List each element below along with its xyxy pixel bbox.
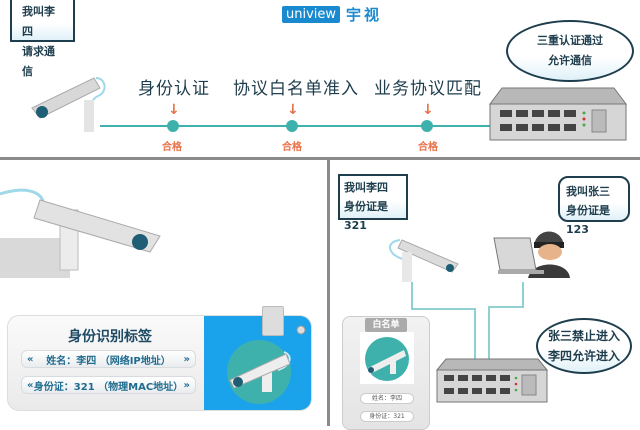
step-label-whitelist: 协议白名单准入 bbox=[233, 79, 359, 99]
step-node bbox=[167, 120, 179, 132]
bubble-line: 允许通信 bbox=[548, 54, 592, 67]
bubble-line: 三重认证通过 bbox=[537, 34, 603, 47]
whitelist-name: 姓名：李四 bbox=[360, 393, 414, 404]
down-arrow-icon: ↓ bbox=[168, 102, 180, 118]
camera-icon bbox=[365, 337, 409, 381]
whitelist-image bbox=[360, 332, 414, 384]
camera-icon bbox=[389, 239, 459, 282]
camera-icon bbox=[0, 188, 161, 278]
down-arrow-icon: ↓ bbox=[287, 102, 299, 118]
network-cable bbox=[488, 306, 524, 308]
bubble-line: 李四允许进入 bbox=[548, 349, 621, 363]
chevron-right-icon: » bbox=[183, 353, 190, 365]
whitelist-title: 白名单 bbox=[365, 318, 407, 332]
step-node bbox=[421, 120, 433, 132]
network-cable bbox=[411, 282, 413, 310]
step-label-identity: 身份认证 bbox=[138, 79, 210, 99]
status-pass: 合格 bbox=[418, 142, 438, 153]
network-switch-icon bbox=[436, 358, 548, 403]
tag-clip bbox=[262, 306, 284, 336]
id-row-name: « 姓名：李四 （网络IP地址） » bbox=[21, 350, 196, 368]
whitelist-id: 身份证：321 bbox=[360, 411, 414, 422]
switch-speech-bubble: 三重认证通过 允许通信 bbox=[506, 20, 634, 82]
id-tag-title: 身份识别标签 bbox=[68, 329, 152, 345]
chevron-right-icon: » bbox=[183, 379, 190, 391]
network-cable bbox=[411, 308, 475, 310]
camera-speech-bubble: 我叫李四 请求通信 bbox=[10, 0, 75, 78]
id-tag-card: 身份识别标签 «姓名：李四 （网络IP地址）» «身份证：321 （物理MAC地… bbox=[7, 315, 312, 411]
status-pass: 合格 bbox=[282, 142, 302, 153]
status-pass: 合格 bbox=[162, 142, 182, 153]
hacker-with-laptop-icon bbox=[493, 231, 570, 278]
network-cable bbox=[522, 282, 524, 308]
chevron-left-icon: « bbox=[27, 353, 34, 365]
bubble-line: 张三禁止进入 bbox=[548, 329, 621, 343]
bubble-line: 我叫李四 bbox=[22, 5, 55, 38]
network-cable bbox=[474, 308, 476, 370]
vertical-divider bbox=[327, 157, 330, 426]
hacker-speech-bubble: 我叫张三 身份证是123 bbox=[558, 176, 630, 236]
camera-icon bbox=[31, 77, 106, 132]
network-cable bbox=[488, 306, 490, 370]
id-row-id: «身份证：321 （物理MAC地址）» bbox=[21, 376, 196, 394]
id-row-text: 身份证：321 （物理MAC地址） bbox=[33, 381, 184, 393]
id-tag-image bbox=[204, 316, 311, 410]
network-switch-icon bbox=[489, 87, 627, 141]
uniview-logo: uniview 宇视 bbox=[282, 4, 382, 25]
horizontal-divider bbox=[0, 157, 640, 160]
down-arrow-icon: ↓ bbox=[422, 102, 434, 118]
camera-icon bbox=[227, 325, 306, 404]
step-node bbox=[286, 120, 298, 132]
brand-name: 宇视 bbox=[346, 6, 383, 24]
bubble-line: 我叫李四 bbox=[344, 181, 388, 194]
bubble-line: 身份证是123 bbox=[566, 204, 610, 236]
camera-speech-bubble: 我叫李四 身份证是321 bbox=[338, 174, 408, 232]
step-label-protocol: 业务协议匹配 bbox=[374, 79, 482, 99]
switch-speech-bubble: 张三禁止进入 李四允许进入 bbox=[536, 318, 632, 374]
chevron-left-icon: « bbox=[27, 379, 34, 391]
bubble-line: 身份证是321 bbox=[344, 200, 388, 232]
bubble-line: 我叫张三 bbox=[566, 185, 610, 198]
logo-text: uniview bbox=[282, 6, 341, 23]
bubble-line: 请求通信 bbox=[22, 45, 55, 78]
id-row-text: 姓名：李四 （网络IP地址） bbox=[46, 355, 171, 367]
whitelist-card: 白名单 姓名：李四 身份证：321 bbox=[342, 316, 430, 430]
